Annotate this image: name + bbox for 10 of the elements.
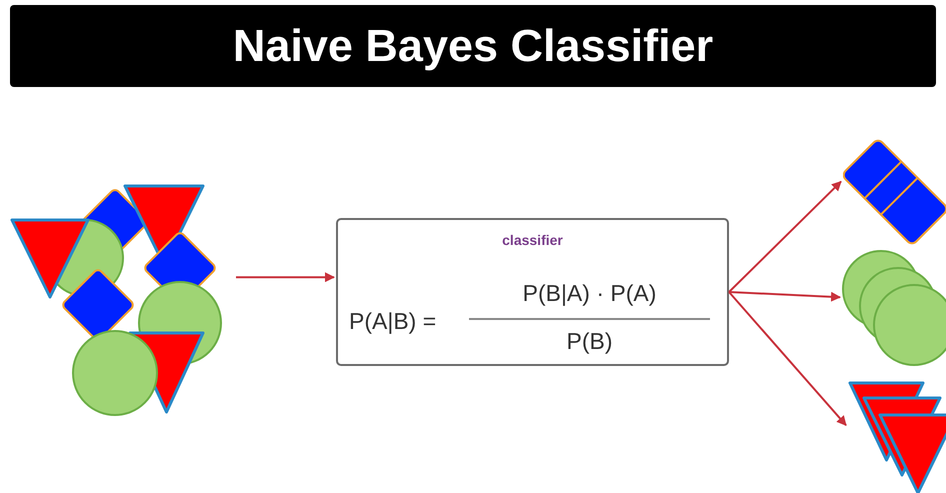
formula-numerator: P(B|A) · P(A) xyxy=(522,279,658,308)
arrow xyxy=(728,180,842,293)
classifier-heading: classifier xyxy=(501,231,564,250)
arrow xyxy=(728,291,841,302)
classifier-box xyxy=(336,218,729,366)
arrow xyxy=(236,272,335,282)
title-banner: Naive Bayes Classifier xyxy=(10,5,936,87)
arrow xyxy=(728,291,847,426)
formula-denominator: P(B) xyxy=(566,327,614,356)
formula-left-side: P(A|B) = xyxy=(349,307,436,336)
